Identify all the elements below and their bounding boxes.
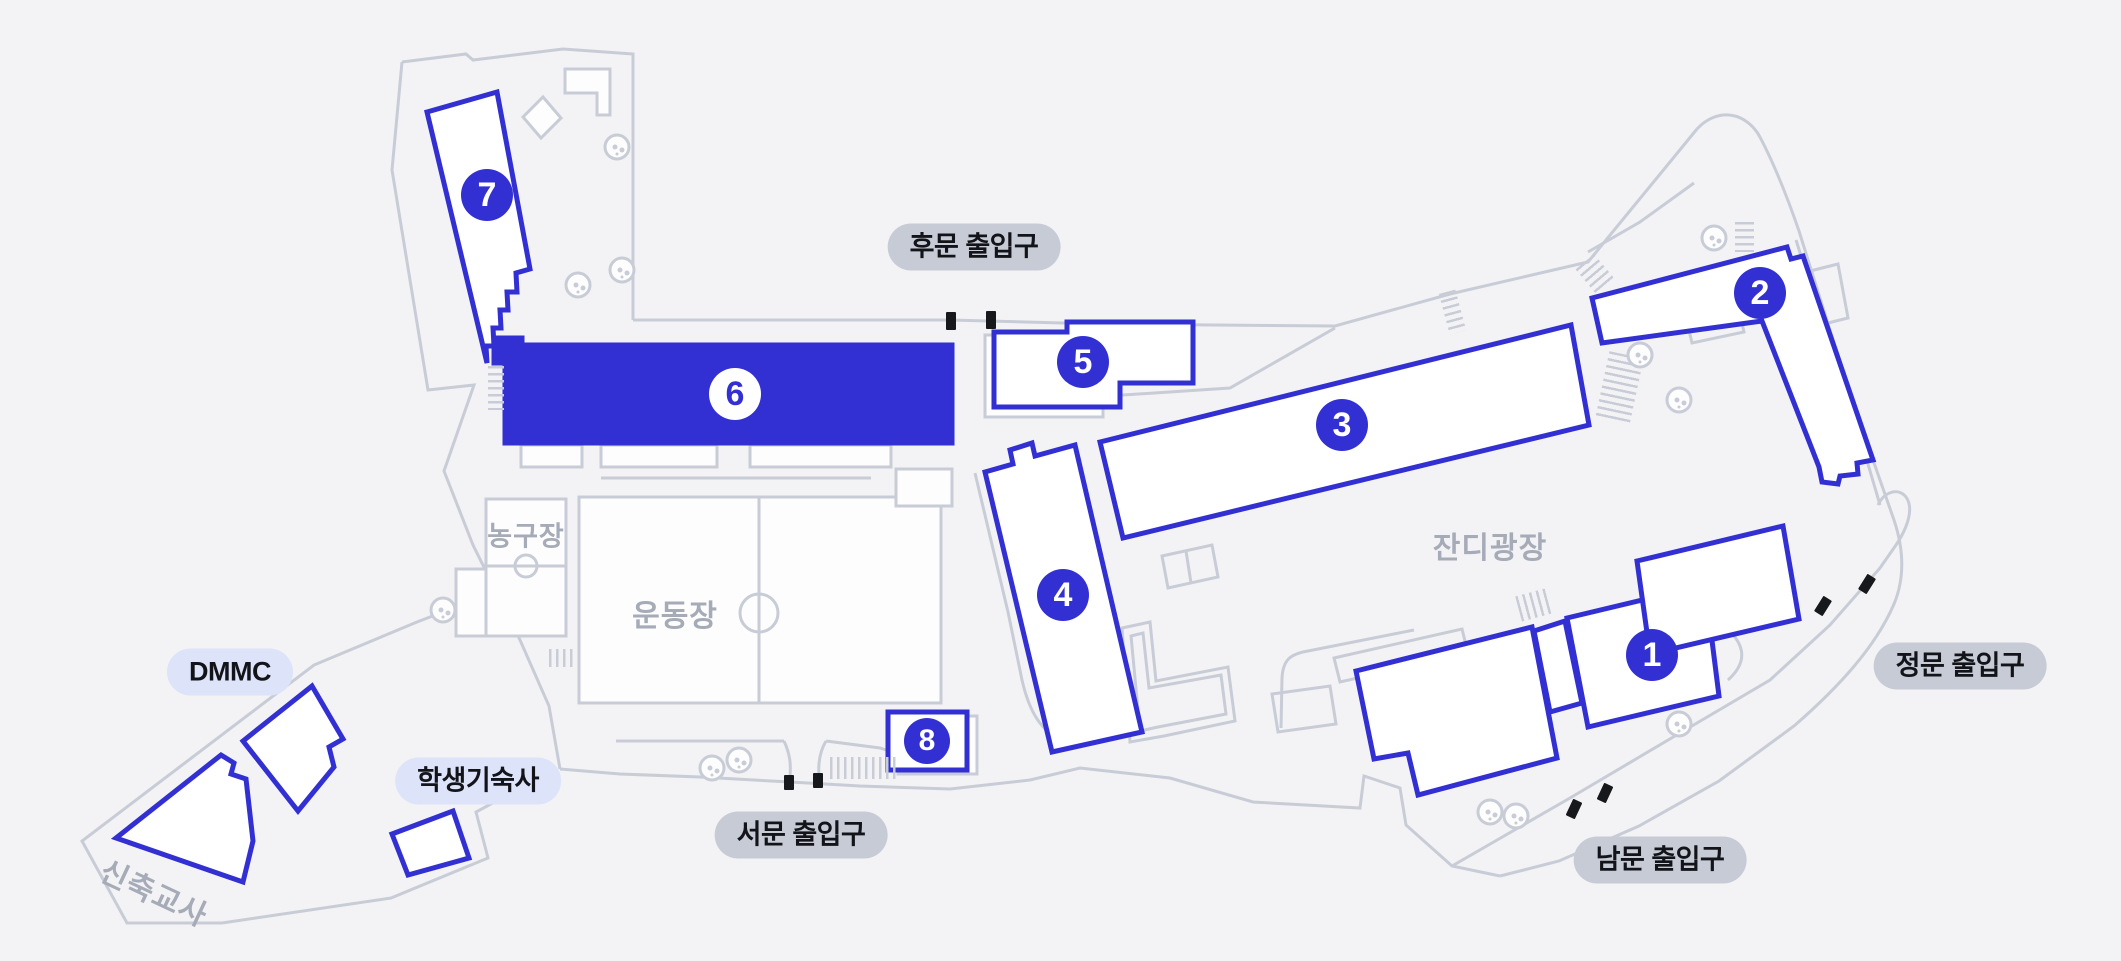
road-southgate-maingate — [1451, 490, 1912, 868]
gate-marker-west-right — [813, 773, 823, 788]
boundary-north — [633, 128, 1699, 328]
tree-icon — [698, 754, 726, 782]
gate-label-west: 서문 출입구 — [714, 811, 888, 859]
boundary-northwest — [401, 47, 635, 320]
road-inner-northeast — [1587, 181, 1695, 254]
gate-marker-back-left — [946, 312, 956, 330]
gray-hut-southwest-of-1 — [1270, 684, 1338, 734]
gray-structures — [454, 67, 1850, 776]
dormitory-building[interactable] — [388, 807, 473, 879]
buildings-layer — [110, 88, 1877, 886]
boundary-west — [390, 61, 562, 770]
gate-label-back: 후문 출입구 — [887, 223, 1061, 271]
building-badge-4[interactable]: 4 — [1037, 569, 1089, 621]
bleacher-left — [599, 443, 719, 469]
area-label-sports-field: 운동장 — [632, 600, 718, 633]
building-2-shape[interactable] — [1589, 243, 1877, 487]
bleacher-right — [748, 443, 893, 469]
field-center-circle — [738, 592, 780, 634]
road-westgate — [616, 739, 931, 777]
structure-below-6 — [519, 443, 584, 469]
stairs-below-court — [549, 649, 577, 667]
building-badge-3[interactable]: 3 — [1316, 399, 1368, 451]
stairs-south-of-field — [830, 757, 897, 779]
building-badge-2[interactable]: 2 — [1734, 267, 1786, 319]
tree-icon — [429, 596, 457, 624]
road-plaza-loop — [1279, 628, 1415, 729]
building-7-shape[interactable] — [424, 88, 533, 364]
facility-label-dmmc: DMMC — [167, 648, 293, 696]
tree-icon — [1476, 798, 1504, 826]
boundary-south — [559, 766, 1501, 878]
gate-label-south: 남문 출입구 — [1573, 836, 1747, 884]
court-center-circle — [513, 553, 539, 579]
tree-icon — [603, 133, 631, 161]
tree-icon — [564, 271, 592, 299]
boundary-east-hook — [1499, 113, 1904, 878]
stairs-north-of-2 — [1735, 222, 1754, 252]
court-side-structure — [454, 567, 488, 638]
gray-building-northwest — [563, 67, 612, 117]
facility-label-dormitory: 학생기숙사 — [395, 757, 561, 805]
building-1-north-wing[interactable] — [1634, 522, 1802, 658]
boundary-dmmc-lobe — [80, 588, 557, 925]
gate-label-main: 정문 출입구 — [1873, 642, 2047, 690]
area-label-lawn-plaza: 잔디광장 — [1432, 532, 1548, 565]
gray-building-diamond — [520, 94, 564, 141]
road-between-5-3 — [1107, 326, 1336, 398]
tree-icon — [725, 746, 753, 774]
gate-marker-west-left — [784, 775, 794, 790]
gate-marker-back-right — [986, 311, 996, 329]
stairs-west-of-6 — [488, 366, 504, 410]
tree-icon — [1665, 386, 1693, 414]
tree-icon — [1626, 341, 1654, 369]
building-badge-6[interactable]: 6 — [709, 368, 761, 420]
area-label-basketball-court: 농구장 — [487, 521, 565, 552]
building-badge-8[interactable]: 8 — [904, 718, 950, 764]
tree-icon — [1700, 224, 1728, 252]
dmmc-west-building[interactable] — [110, 751, 256, 886]
tree-icon — [1665, 710, 1693, 738]
building-1-west-wing[interactable] — [1353, 623, 1560, 799]
tree-icon — [1502, 802, 1530, 830]
building-badge-1[interactable]: 1 — [1626, 629, 1678, 681]
gray-l-building-inner — [1129, 631, 1228, 733]
gray-l-building-outer — [1120, 620, 1237, 744]
tree-icon — [608, 256, 636, 284]
building-badge-5[interactable]: 5 — [1057, 336, 1109, 388]
dmmc-east-building[interactable] — [239, 682, 347, 815]
building-badge-7[interactable]: 7 — [461, 169, 513, 221]
gray-hut-below-3 — [1160, 543, 1220, 590]
structure-east-of-field — [894, 467, 954, 508]
